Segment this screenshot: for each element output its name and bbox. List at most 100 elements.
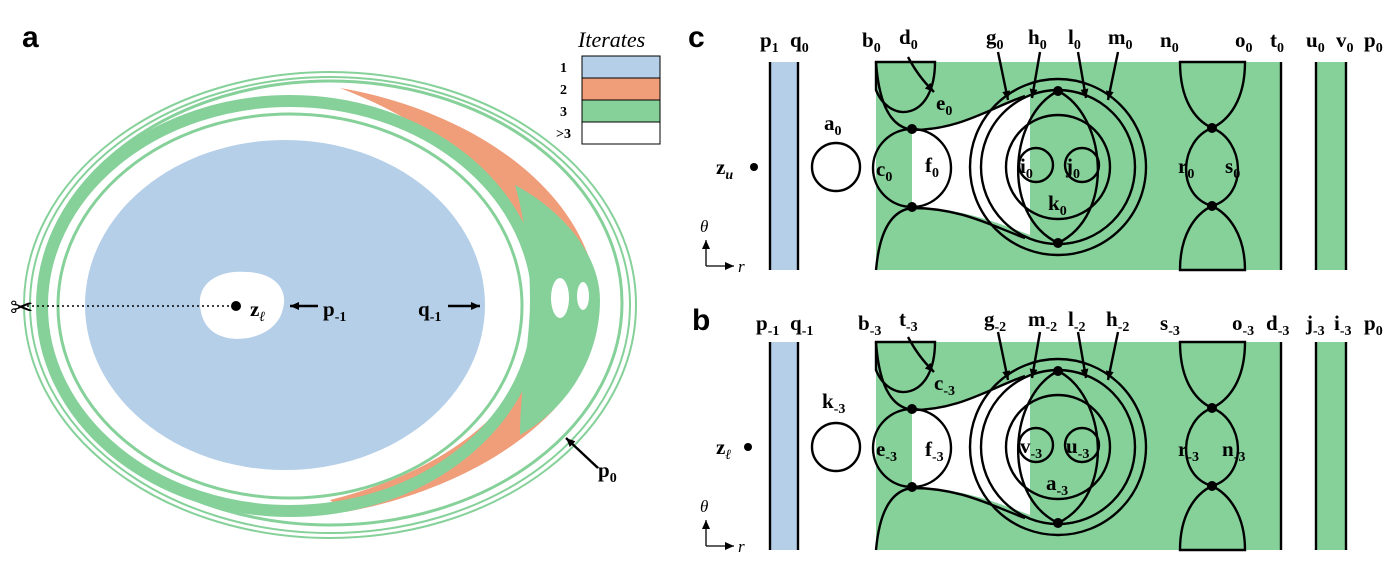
legend-swatch-3	[581, 99, 661, 123]
theta-label-b: θ	[700, 497, 708, 516]
label-c-top-8: n0	[1160, 28, 1179, 56]
label-c-inner-1: e0	[936, 91, 952, 119]
dot-b-top	[907, 404, 917, 414]
arrow-g0	[996, 51, 1011, 101]
label-c-inner-2: c0	[876, 157, 892, 185]
outer-ring-1	[23, 71, 637, 539]
panel-letter-a: a	[22, 21, 39, 54]
label-b-top-4: g-2	[984, 307, 1006, 335]
z-point	[231, 301, 241, 311]
dot-rn-bottom-b	[1207, 481, 1217, 491]
label-c-inner-6: k0	[1048, 191, 1067, 219]
outer-ring-2	[29, 76, 631, 534]
arrow-m-minus2	[1029, 331, 1042, 379]
label-c-inner-7: r0	[1178, 154, 1194, 182]
green-strip-b	[1316, 342, 1346, 550]
panel-b: b zℓ θ r	[692, 304, 1348, 556]
dot-top-c	[1053, 86, 1063, 96]
label-b-inner-3: f-3	[925, 437, 944, 465]
label-b-top-11: j-3	[1305, 311, 1325, 339]
label-c-inner-5: j0	[1065, 154, 1080, 182]
circle-a-minus3	[1004, 393, 1112, 501]
label-b-inner-1: c-3	[934, 371, 955, 399]
legend-label-2: 2	[560, 83, 567, 98]
dot-bottom-c	[1053, 238, 1063, 248]
label-c-inner-3: f0	[925, 153, 939, 181]
label-b-top-3: t-3	[899, 307, 918, 335]
label-c-top-6: l0	[1068, 25, 1081, 53]
panel-letter-c: c	[688, 21, 705, 54]
dot-bottom-b	[1053, 518, 1063, 528]
label-b-top-1: q-1	[790, 311, 813, 339]
r-label-c: r	[738, 257, 745, 276]
legend-label-3: 3	[560, 105, 567, 120]
label-b-inner-7: r-3	[1178, 437, 1199, 465]
outer-white-circle-c	[968, 77, 1148, 257]
dot-rs-top-c	[1207, 123, 1217, 133]
legend-label-1: 1	[560, 61, 567, 76]
label-c-top-2: b0	[862, 28, 881, 56]
label-b-top-9: o-3	[1232, 311, 1254, 339]
label-c-inner-0: a0	[824, 111, 842, 139]
arrow-m0	[1105, 51, 1120, 101]
lobe-t-minus3	[874, 340, 937, 394]
circle-i0	[1017, 146, 1055, 184]
blue-strip-b	[770, 342, 798, 550]
label-b-top-8: s-3	[1160, 311, 1180, 339]
label-b-top-2: b-3	[858, 311, 881, 339]
circle-j0	[1063, 146, 1101, 184]
dot-top-b	[1053, 366, 1063, 376]
legend-swatch-1	[581, 55, 661, 79]
blue-strip-c	[770, 62, 798, 270]
label-c-top-10: t0	[1270, 28, 1284, 56]
legend: Iterates 1 2 3 >3	[556, 27, 661, 145]
circle-u-minus3	[1063, 426, 1101, 464]
label-p-minus1: p-1	[323, 297, 346, 325]
label-z-u: zu	[716, 155, 733, 183]
label-b-inner-0: k-3	[822, 389, 845, 417]
outer-white-circle-b	[968, 357, 1148, 537]
label-z-l: zℓ	[250, 297, 265, 325]
circle-k-minus3	[810, 421, 862, 473]
arrow-l0	[1076, 51, 1089, 99]
label-c-top-9: o0	[1235, 28, 1253, 56]
labels-b-top: p-1 q-1 b-3 t-3 g-2 m-2 l-2 h-2 s-3 o-3 d-3 j-3 i-3 p…	[756, 307, 1383, 339]
label-q-minus1: q-1	[418, 297, 441, 325]
label-c-top-7: m0	[1108, 25, 1133, 53]
label-b-top-12: i-3	[1334, 311, 1352, 339]
wedge-hole-2	[577, 282, 589, 310]
label-c-top-13: p0	[1364, 28, 1383, 56]
circle-k0	[1004, 113, 1112, 221]
theta-label-c: θ	[700, 217, 708, 236]
label-c-top-3: d0	[899, 25, 918, 53]
arrow-h0	[1029, 51, 1042, 99]
label-b-top-7: h-2	[1106, 307, 1129, 335]
label-c-inner-4: i0	[1020, 154, 1033, 182]
label-b-top-5: m-2	[1028, 307, 1057, 335]
dot-rs-bottom-c	[1207, 201, 1217, 211]
label-b-top-13: p0	[1364, 311, 1383, 339]
label-b-top-10: d-3	[1266, 311, 1289, 339]
dot-c-bottom	[907, 202, 917, 212]
label-b-top-0: p-1	[756, 311, 779, 339]
label-b-inner-6: a-3	[1046, 471, 1068, 499]
lobe-d0	[874, 60, 937, 114]
z-l-dot	[744, 443, 752, 451]
wedge-hole-1	[551, 278, 569, 318]
green-strip-c	[1316, 62, 1346, 270]
label-b-top-6: l-2	[1068, 307, 1086, 335]
scissors-icon: ✂	[10, 291, 33, 324]
label-b-inner-2: e-3	[876, 437, 897, 465]
arrow-d0	[906, 56, 935, 93]
panel-letter-b: b	[692, 304, 710, 337]
label-c-top-1: q0	[790, 28, 809, 56]
label-c-top-5: h0	[1028, 25, 1047, 53]
panel-a: a ✂ zℓ p-1 q-1 p0 Iterates	[10, 21, 661, 539]
circle-a0	[810, 141, 862, 193]
arrow-t-minus3	[906, 336, 935, 373]
label-b-inner-4: v-3	[1020, 434, 1042, 462]
dot-rn-top-b	[1207, 403, 1217, 413]
